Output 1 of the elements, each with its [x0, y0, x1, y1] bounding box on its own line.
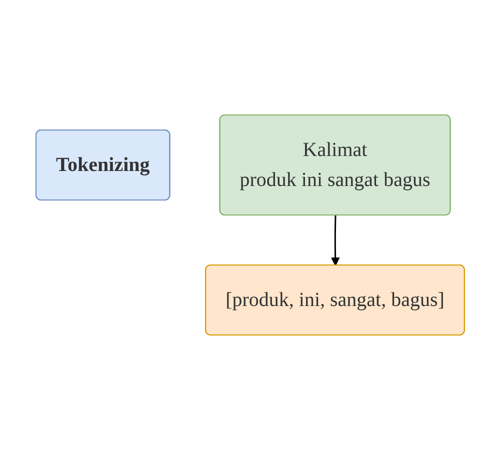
- arrow: [330, 215, 340, 266]
